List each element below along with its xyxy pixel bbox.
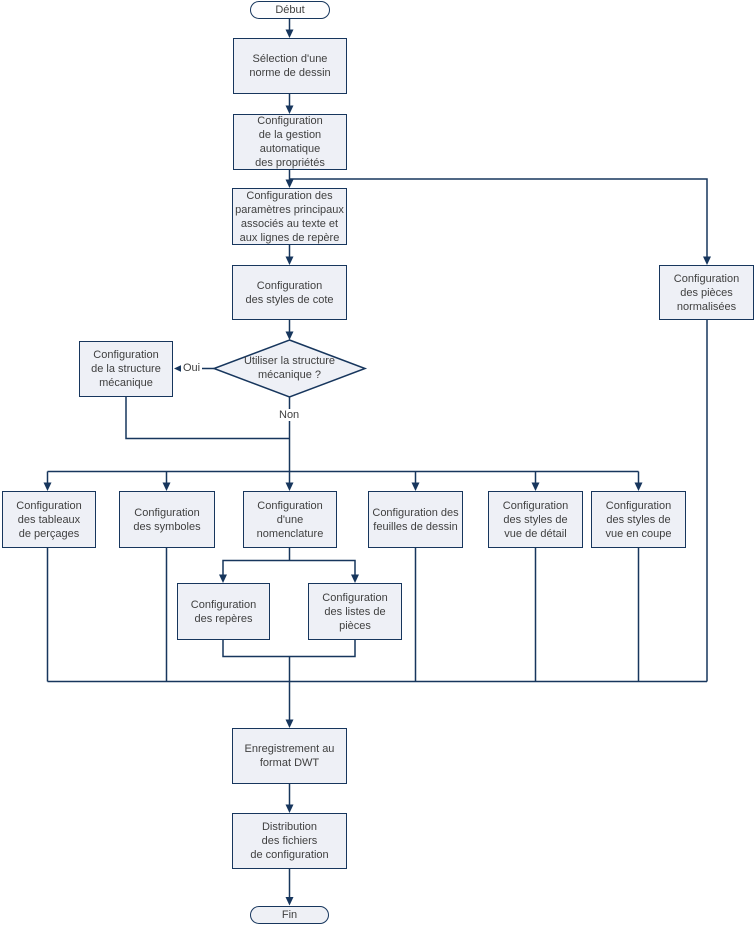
node-styles-vue-coupe: Configuration des styles de vue en coupe: [591, 491, 686, 548]
node-pieces-normalisees: Configuration des pièces normalisées: [659, 265, 754, 320]
node-start: Début: [250, 1, 330, 19]
node-end: Fin: [250, 906, 329, 924]
connector: [222, 559, 356, 575]
edge-label-non: Non: [277, 409, 302, 421]
node-distribution-fichiers: Distribution des fichiers de configurati…: [232, 813, 347, 869]
node-gestion-automatique-proprietes: Configuration de la gestion automatique …: [233, 114, 347, 170]
connector: [289, 178, 708, 257]
node-feuilles-dessin: Configuration des feuilles de dessin: [368, 491, 463, 548]
node-styles-de-cote: Configuration des styles de cote: [232, 265, 347, 320]
node-selection-norme-dessin: Sélection d'une norme de dessin: [233, 38, 347, 94]
node-reperes: Configuration des repères: [177, 583, 270, 640]
node-enregistrement-dwt: Enregistrement au format DWT: [232, 728, 347, 784]
edge-label-oui: Oui: [181, 362, 203, 374]
node-listes-pieces: Configuration des listes de pièces: [308, 583, 402, 640]
node-tableaux-percages: Configuration des tableaux de perçages: [2, 491, 96, 548]
node-symboles: Configuration des symboles: [119, 491, 215, 548]
arrowheads: [43, 29, 711, 906]
connector: [125, 397, 290, 440]
decision-diamond-shape: [211, 339, 368, 398]
node-structure-mecanique: Configuration de la structure mécanique: [79, 341, 173, 397]
decision-structure-mecanique-label: Utiliser la structure mécanique ?: [243, 355, 336, 381]
node-parametres-texte-lignes-repere: Configuration des paramètres principaux …: [232, 188, 347, 245]
node-nomenclature: Configuration d'une nomenclature: [243, 491, 337, 548]
node-styles-vue-detail: Configuration des styles de vue de détai…: [488, 491, 583, 548]
connector: [222, 640, 356, 658]
